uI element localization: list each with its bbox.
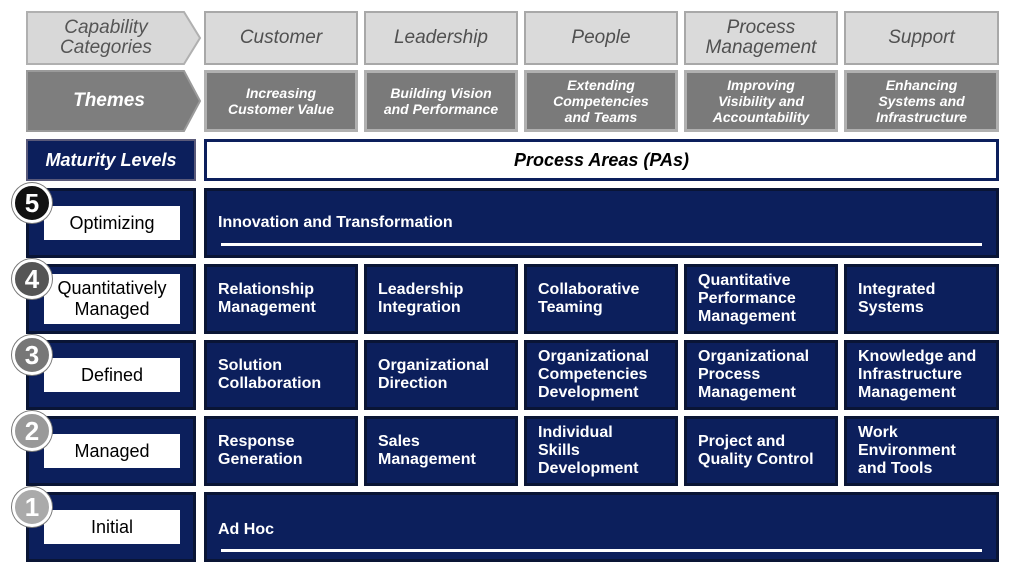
pa-relationship-management: Relationship Management	[204, 264, 358, 334]
pa-organizational-direction: Organizational Direction	[364, 340, 518, 410]
theme-leadership: Building Vision and Performance	[364, 70, 518, 132]
level-2-badge: 2	[12, 411, 52, 451]
theme-people: Extending Competencies and Teams	[524, 70, 678, 132]
theme-support: Enhancing Systems and Infrastructure	[844, 70, 999, 132]
category-leadership: Leadership	[364, 11, 518, 65]
category-customer: Customer	[204, 11, 358, 65]
category-people: People	[524, 11, 678, 65]
pa-project-and-quality-control: Project and Quality Control	[684, 416, 838, 486]
pa-collaborative-teaming: Collaborative Teaming	[524, 264, 678, 334]
capability-categories-arrow	[26, 11, 202, 65]
pa-integrated-systems: Integrated Systems	[844, 264, 999, 334]
level-5-badge: 5	[12, 183, 52, 223]
pa-leadership-integration: Leadership Integration	[364, 264, 518, 334]
category-support: Support	[844, 11, 999, 65]
level-4-name: Quantitatively Managed	[44, 274, 180, 324]
level-3-name: Defined	[44, 358, 180, 392]
category-process-management: Process Management	[684, 11, 838, 65]
pa-knowledge-and-infrastructure-management: Knowledge and Infrastructure Management	[844, 340, 999, 410]
theme-customer: Increasing Customer Value	[204, 70, 358, 132]
pa-innovation-label: Innovation and Transformation	[218, 214, 453, 231]
pa-quantitative-performance-management: Quantitative Performance Management	[684, 264, 838, 334]
capability-categories-label: Capability Categories	[60, 17, 152, 58]
pa-ad-hoc-underline	[221, 549, 982, 552]
pa-innovation-underline	[221, 243, 982, 246]
pa-ad-hoc-label: Ad Hoc	[218, 521, 274, 538]
level-1-badge: 1	[12, 487, 52, 527]
pa-organizational-process-management: Organizational Process Management	[684, 340, 838, 410]
pa-solution-collaboration: Solution Collaboration	[204, 340, 358, 410]
pa-organizational-competencies-development: Organizational Competencies Development	[524, 340, 678, 410]
theme-process-management: Improving Visibility and Accountability	[684, 70, 838, 132]
level-3-badge: 3	[12, 335, 52, 375]
maturity-levels-header: Maturity Levels	[26, 139, 196, 181]
level-5-name: Optimizing	[44, 206, 180, 240]
pa-sales-management: Sales Management	[364, 416, 518, 486]
pa-individual-skills-development: Individual Skills Development	[524, 416, 678, 486]
themes-arrow	[26, 70, 202, 132]
level-2-name: Managed	[44, 434, 180, 468]
themes-label: Themes	[73, 90, 145, 111]
pa-response-generation: Response Generation	[204, 416, 358, 486]
pa-innovation-and-transformation: Innovation and Transformation	[204, 188, 999, 258]
level-1-name: Initial	[44, 510, 180, 544]
pa-ad-hoc: Ad Hoc	[204, 492, 999, 562]
level-4-badge: 4	[12, 259, 52, 299]
process-areas-header: Process Areas (PAs)	[204, 139, 999, 181]
pa-work-environment-and-tools: Work Environment and Tools	[844, 416, 999, 486]
